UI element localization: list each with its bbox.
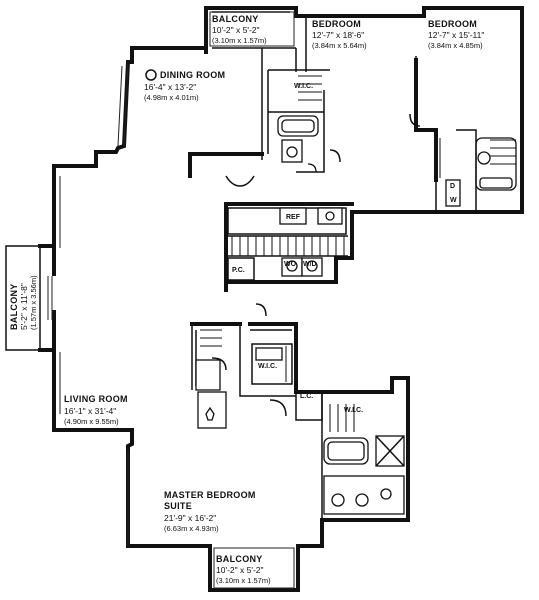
master-area: [191, 324, 405, 520]
balcony-top-name: BALCONY: [212, 14, 259, 24]
bedroom-1-metric: (3.84m x 5.64m): [312, 41, 367, 50]
bedroom-1-dims: 12'-7" x 18'-6": [312, 30, 364, 40]
exterior-walls: [52, 6, 524, 592]
bedroom-1-name: BEDROOM: [312, 19, 361, 29]
bedroom-2-name: BEDROOM: [428, 19, 477, 29]
room-dining: DINING ROOM 16'-4" x 13'-2" (4.98m x 4.0…: [144, 69, 225, 102]
room-master: MASTER BEDROOM SUITE 21'-9" x 16'-2" (6.…: [164, 490, 256, 533]
d-tag: D: [450, 183, 455, 190]
living-name: LIVING ROOM: [64, 394, 128, 404]
balcony-top-dims: 10'-2" x 5'-2": [212, 25, 260, 35]
wic-2-tag: W.I.C.: [258, 363, 277, 370]
wic-3-tag: W.I.C.: [344, 407, 363, 414]
master-name-2: SUITE: [164, 501, 192, 511]
room-living: LIVING ROOM 16'-1" x 31'-4" (4.90m x 9.5…: [64, 394, 128, 426]
dining-name: DINING ROOM: [160, 70, 225, 80]
balcony-left-name: BALCONY: [9, 283, 19, 330]
bathroom-upper: [277, 75, 322, 173]
bedroom-2-dims: 12'-7" x 15'-11": [428, 30, 484, 40]
balcony-bottom-metric: (3.10m x 1.57m): [216, 576, 271, 585]
balcony-bottom-outline: [213, 547, 295, 589]
living-metric: (4.90m x 9.55m): [64, 417, 119, 426]
window-left: [59, 61, 129, 546]
master-dims: 21'-9" x 16'-2": [164, 513, 216, 523]
w-tag: W: [450, 197, 457, 204]
balcony-bottom-dims: 10'-2" x 5'-2": [216, 565, 264, 575]
dining-dims: 16'-4" x 13'-2": [144, 82, 196, 92]
balcony-left-outline: [5, 244, 56, 352]
dining-metric: (4.98m x 4.01m): [144, 93, 199, 102]
dining-ceiling-fixture: [145, 69, 157, 81]
room-bedroom-1: BEDROOM 12'-7" x 18'-6" (3.84m x 5.64m): [312, 19, 367, 50]
balcony-top-metric: (3.10m x 1.57m): [212, 36, 267, 45]
wd-tag: W/D: [303, 261, 317, 268]
balcony-left-dims: 5'-2" x 11'-8": [19, 283, 29, 330]
kitchen: [227, 207, 348, 281]
balcony-top-outline: [209, 11, 295, 47]
door-swings: [225, 113, 421, 317]
lc-tag: L.C.: [300, 393, 313, 400]
pc-tag: P.C.: [232, 267, 245, 274]
master-name: MASTER BEDROOM: [164, 490, 256, 500]
room-balcony-top: BALCONY 10'-2" x 5'-2" (3.10m x 1.57m): [212, 14, 267, 45]
wic-1-tag: W.I.C.: [294, 83, 313, 90]
balcony-bottom-name: BALCONY: [216, 554, 263, 564]
wo-tag: WO: [284, 261, 297, 268]
ref-tag: REF: [286, 214, 301, 221]
fixture-tags: W.I.C. W.I.C. W.I.C. L.C. REF P.C. W/D W…: [232, 83, 457, 414]
master-metric: (6.63m x 4.93m): [164, 524, 219, 533]
balcony-left-metric: (1.57m x 3.56m): [29, 275, 38, 330]
room-balcony-left: BALCONY 5'-2" x 11'-8" (1.57m x 3.56m): [9, 275, 38, 330]
room-bedroom-2: BEDROOM 12'-7" x 15'-11" (3.84m x 4.85m): [428, 19, 484, 50]
bedroom-2-metric: (3.84m x 4.85m): [428, 41, 483, 50]
bathroom-right: [439, 129, 517, 212]
room-balcony-bottom: BALCONY 10'-2" x 5'-2" (3.10m x 1.57m): [216, 554, 271, 585]
living-dims: 16'-1" x 31'-4": [64, 406, 116, 416]
